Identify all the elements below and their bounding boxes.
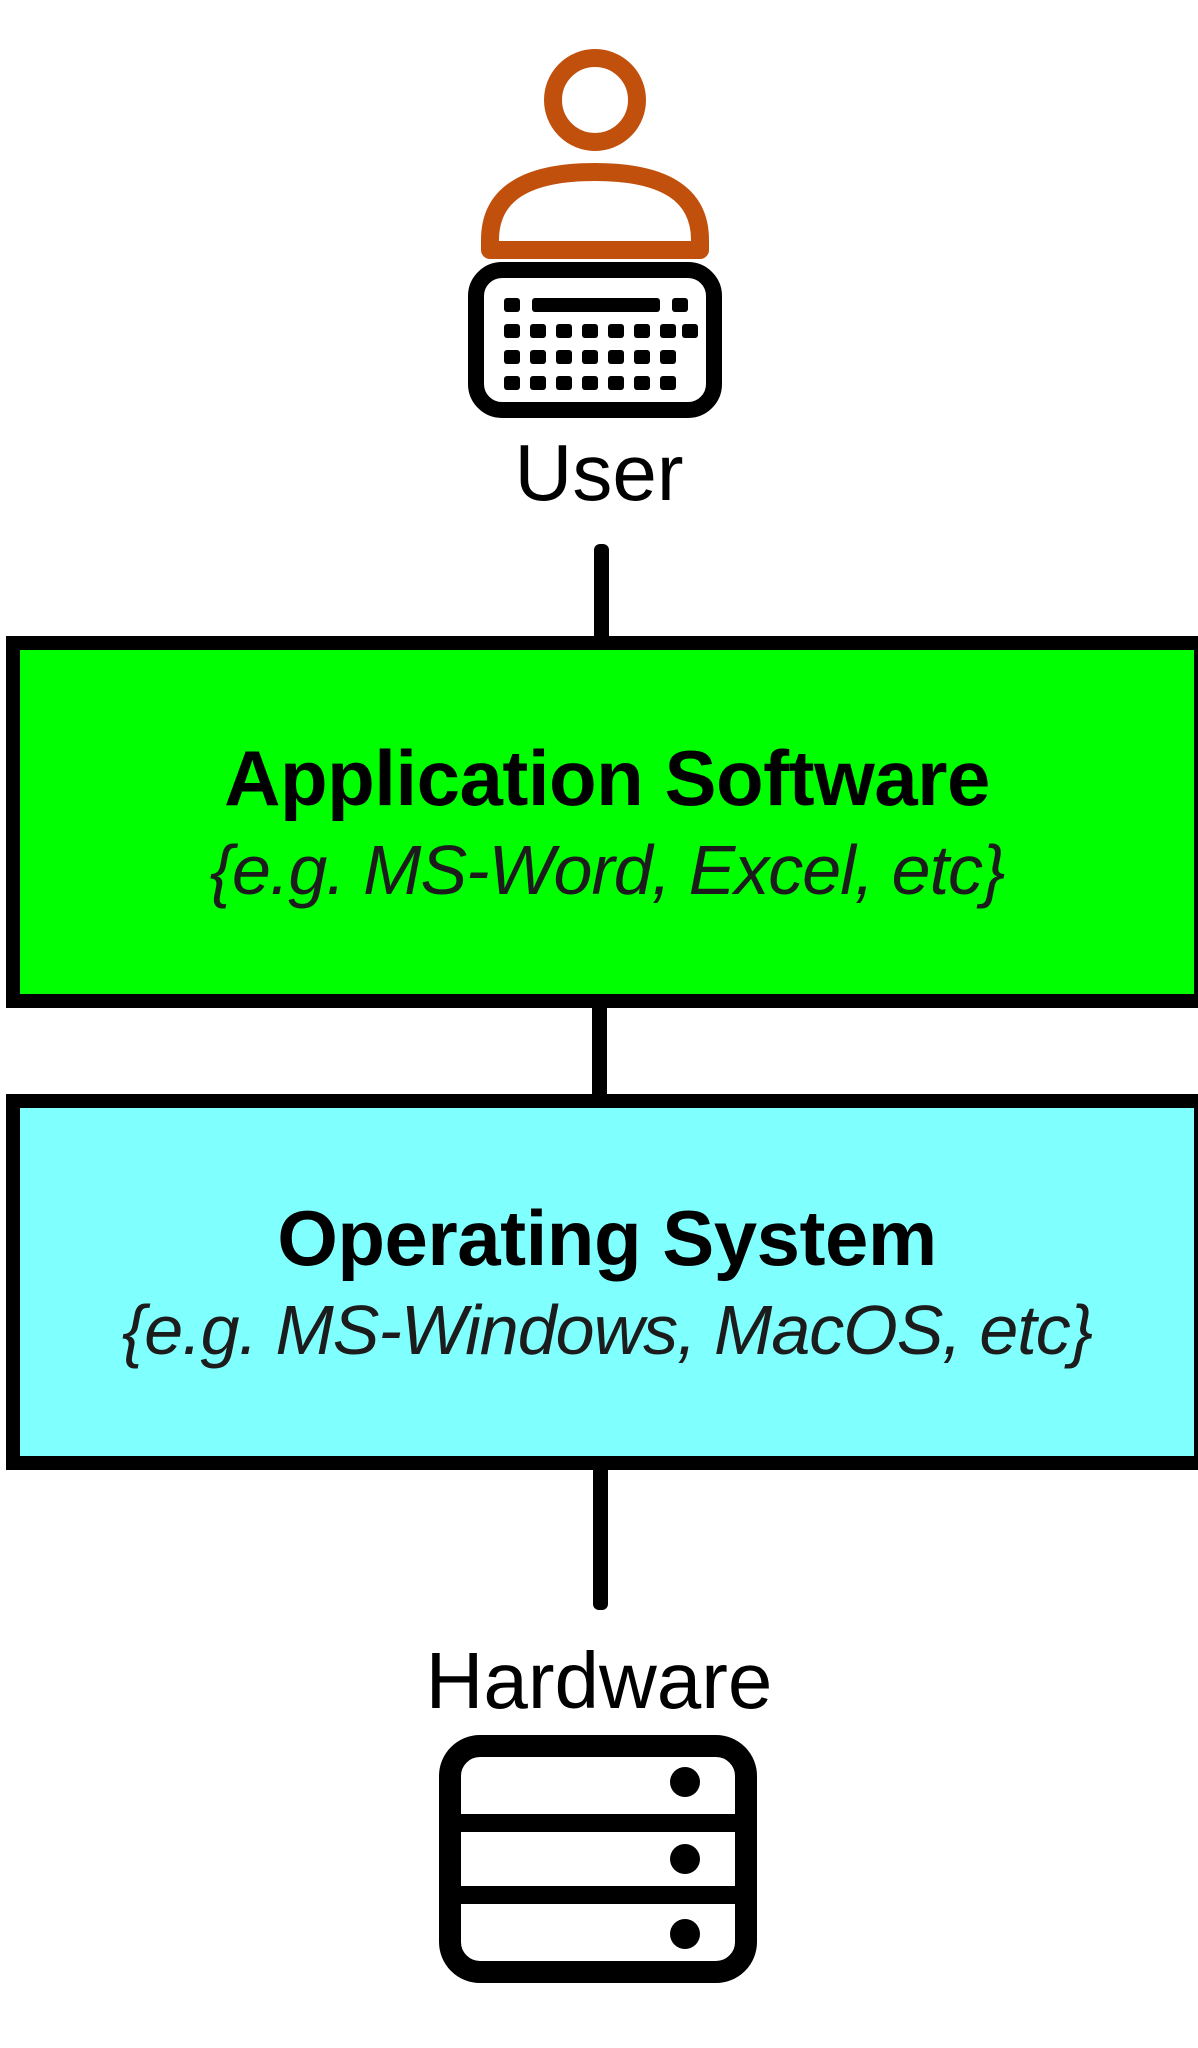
application-software-title: Application Software — [224, 734, 990, 822]
application-software-examples: {e.g. MS-Word, Excel, etc} — [209, 831, 1006, 909]
operating-system-title: Operating System — [277, 1194, 937, 1282]
user-label: User — [514, 428, 684, 517]
operating-system-examples: {e.g. MS-Windows, MacOS, etc} — [121, 1291, 1093, 1369]
user-icon — [460, 40, 730, 420]
connector-os-hardware — [593, 1464, 608, 1610]
application-software-box: Application Software {e.g. MS-Word, Exce… — [6, 636, 1198, 1008]
connector-user-application — [594, 544, 609, 644]
hardware-label: Hardware — [425, 1636, 773, 1725]
server-icon — [438, 1734, 758, 1984]
operating-system-box: Operating System {e.g. MS-Windows, MacOS… — [6, 1094, 1198, 1470]
connector-application-os — [592, 1004, 607, 1104]
